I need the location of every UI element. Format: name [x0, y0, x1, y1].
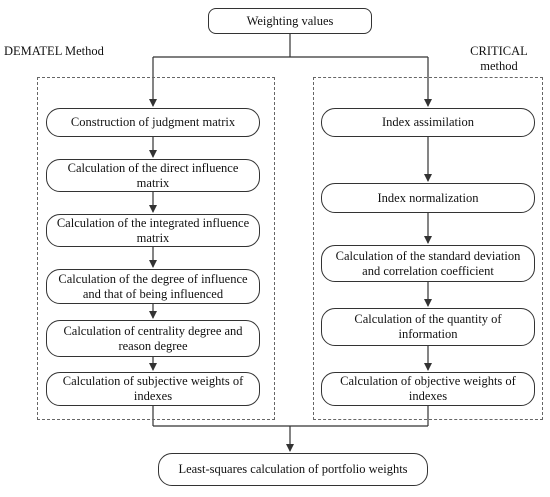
critical-label-line1: CRITICAL — [470, 44, 528, 58]
dematel-step-1: Construction of judgment matrix — [46, 108, 260, 137]
critical-group-label: CRITICAL method — [452, 44, 546, 74]
critical-group-frame — [313, 77, 543, 420]
dematel-step-4: Calculation of the degree of influence a… — [46, 269, 260, 304]
critical-step-2: Index normalization — [321, 183, 535, 213]
result-box: Least-squares calculation of portfolio w… — [158, 453, 428, 486]
dematel-step-6: Calculation of subjective weights of ind… — [46, 372, 260, 406]
weighting-values-box: Weighting values — [208, 8, 372, 34]
critical-step-1: Index assimilation — [321, 108, 535, 137]
dematel-step-5: Calculation of centrality degree and rea… — [46, 320, 260, 357]
critical-step-4: Calculation of the quantity of informati… — [321, 308, 535, 346]
critical-step-5: Calculation of objective weights of inde… — [321, 372, 535, 406]
critical-step-3: Calculation of the standard deviation an… — [321, 245, 535, 282]
dematel-step-3: Calculation of the integrated influence … — [46, 214, 260, 247]
critical-label-line2: method — [480, 59, 518, 73]
dematel-step-2: Calculation of the direct influence matr… — [46, 159, 260, 192]
dematel-group-frame — [37, 77, 275, 420]
dematel-group-label: DEMATEL Method — [4, 44, 104, 58]
